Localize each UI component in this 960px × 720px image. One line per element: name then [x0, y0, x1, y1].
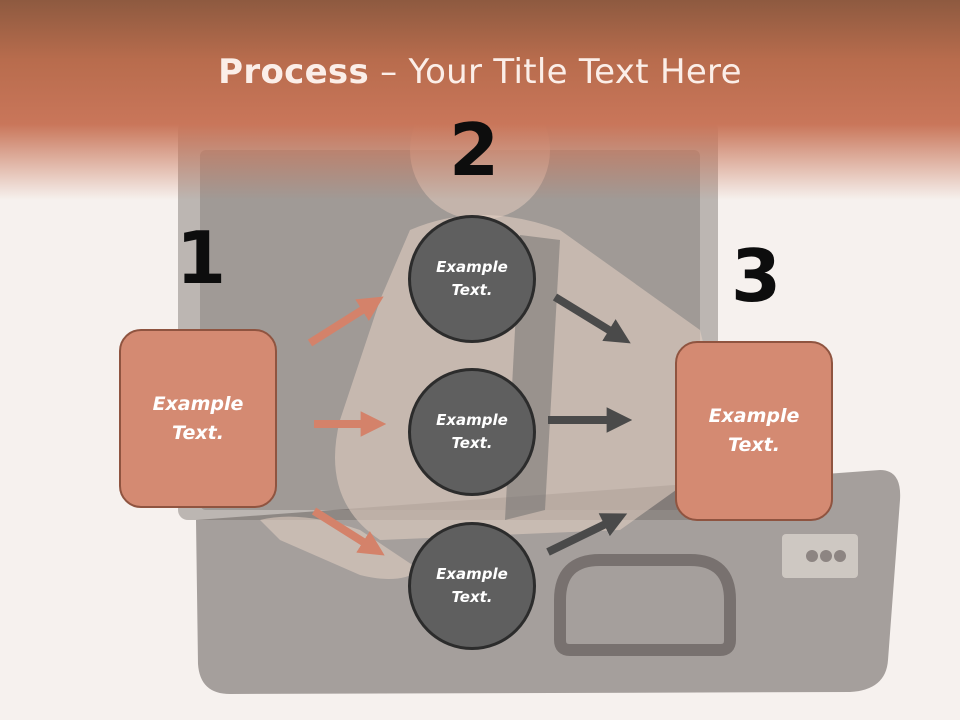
step-3-text: Example Text. — [708, 405, 800, 456]
node-circle-top[interactable]: Example Text. — [408, 215, 536, 343]
step-number-1: 1 — [176, 216, 227, 300]
node-circle-middle[interactable]: Example Text. — [408, 368, 536, 496]
title-rest: – Your Title Text Here — [369, 52, 742, 92]
node-circle-bottom[interactable]: Example Text. — [408, 522, 536, 650]
step-number-2: 2 — [449, 108, 500, 192]
step-number-3: 3 — [731, 234, 782, 318]
step-1-box[interactable]: Example Text. — [119, 329, 277, 508]
slide-title[interactable]: Process – Your Title Text Here — [0, 52, 960, 92]
step-1-text: Example Text. — [152, 392, 244, 444]
node-bottom-text: Example Text. — [436, 565, 508, 606]
title-bold: Process — [218, 52, 370, 92]
step-3-box[interactable]: Example Text. — [675, 341, 833, 521]
node-middle-text: Example Text. — [436, 411, 508, 452]
node-top-text: Example Text. — [436, 258, 508, 299]
header-band — [0, 0, 960, 200]
